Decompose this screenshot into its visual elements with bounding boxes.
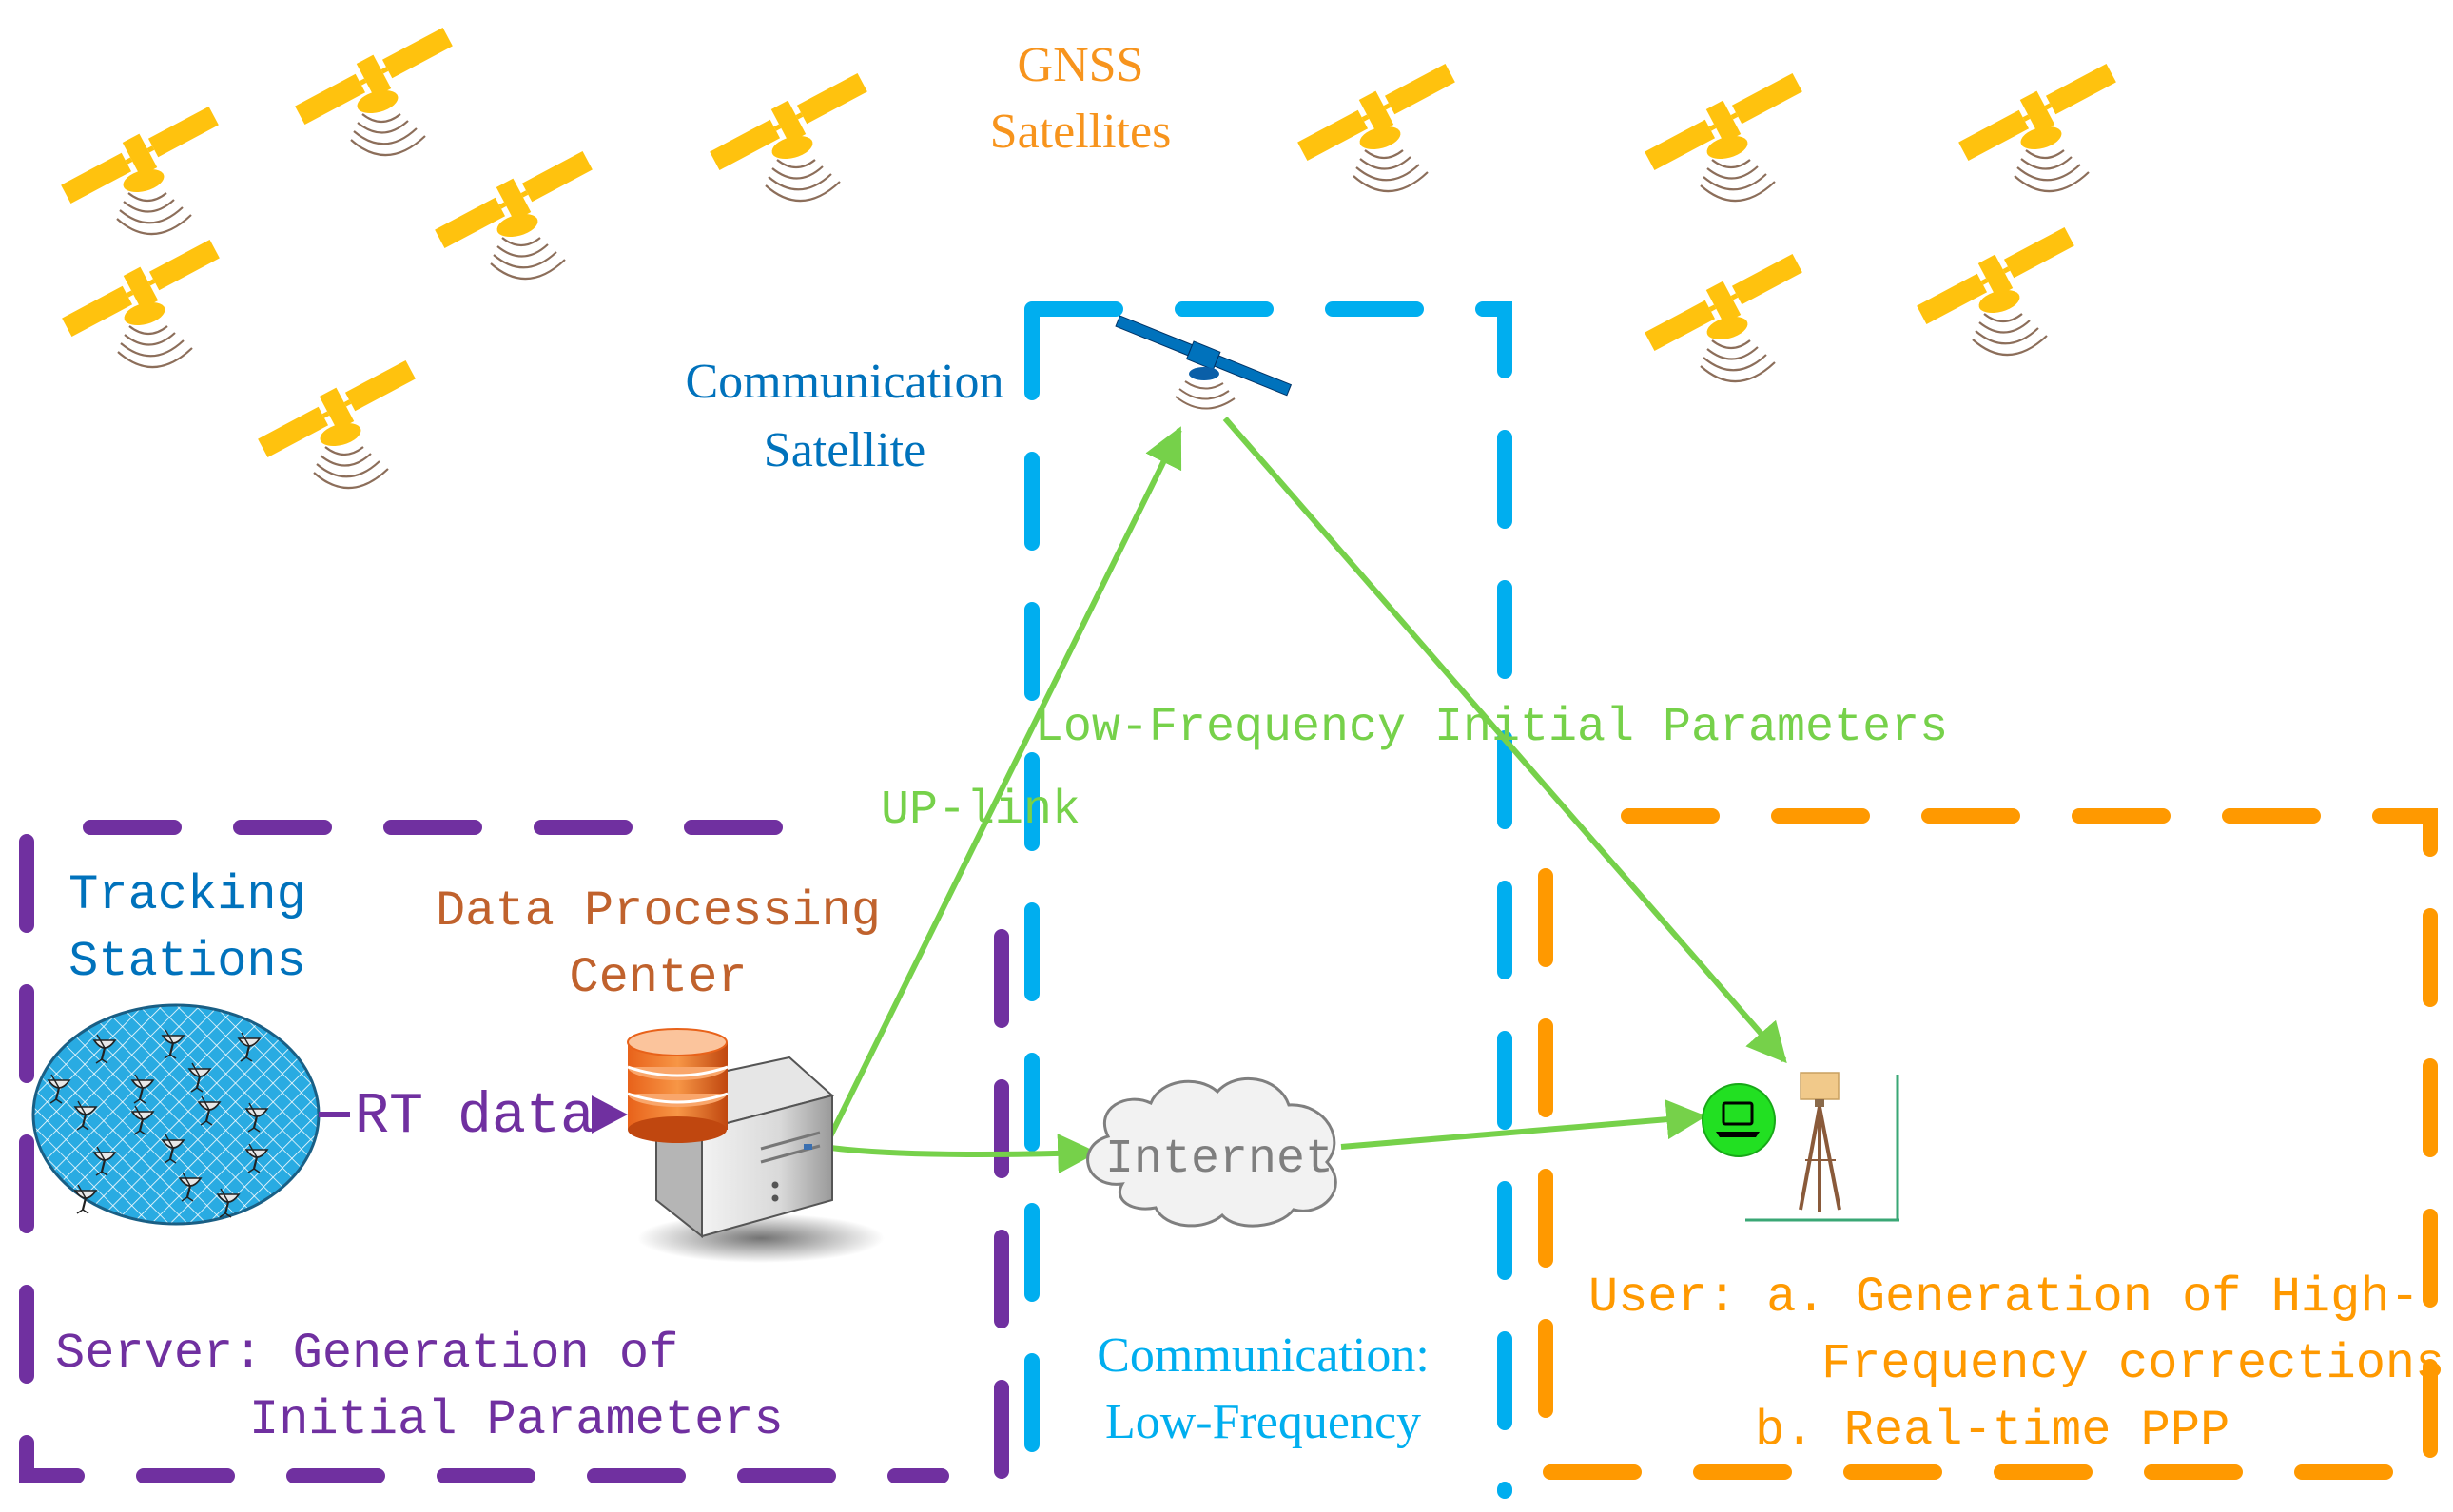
communication-links bbox=[823, 417, 1787, 1174]
rt-data-arrowhead bbox=[592, 1095, 628, 1134]
region-boxes bbox=[19, 301, 2438, 1499]
internet-in-arrow bbox=[823, 1134, 1099, 1174]
satellite-icon bbox=[1113, 311, 1294, 410]
satellite-icon bbox=[1911, 218, 2080, 357]
gnss-label-line1: GNSS bbox=[1018, 38, 1144, 92]
communication-region-box bbox=[1024, 301, 1512, 1499]
data-processing-center-label-line2: Center bbox=[569, 950, 747, 1006]
satellite-icon bbox=[429, 142, 598, 281]
satellite-icon bbox=[1292, 54, 1461, 193]
user-description-line1: User: a. Generation of High- bbox=[1588, 1270, 2420, 1326]
laptop-icon bbox=[1702, 1083, 1776, 1157]
satellite-icon bbox=[252, 351, 421, 490]
satellite-icon bbox=[1953, 54, 2122, 193]
gnss-label-line2: Satellites bbox=[990, 105, 1172, 159]
user-description-line2: Frequency corrections bbox=[1821, 1336, 2444, 1392]
cloud-icon bbox=[1086, 1076, 1337, 1228]
uplink-label: UP-link bbox=[881, 784, 1080, 838]
satellite-icon bbox=[1639, 244, 1808, 383]
internet-out-arrow bbox=[1340, 1099, 1707, 1150]
satellite-icon bbox=[1639, 64, 1808, 203]
server-description-line1: Server: Generation of bbox=[55, 1326, 678, 1382]
satellite-icon bbox=[704, 64, 873, 203]
rt-data-label: RT data bbox=[355, 1085, 594, 1150]
satellite-dish-network-icon bbox=[31, 1003, 321, 1226]
uplink-arrow bbox=[823, 426, 1182, 1148]
server-description-line2: Initial Parameters bbox=[249, 1392, 784, 1448]
data-processing-center-label-line1: Data Processing bbox=[436, 883, 881, 940]
database-server-icon bbox=[627, 1028, 885, 1263]
communication-box-label-line2: Low-Frequency bbox=[1105, 1395, 1421, 1449]
tripod-receiver-icon bbox=[1745, 1072, 1899, 1222]
user-description-line3: b. Real-time PPP bbox=[1755, 1403, 2229, 1459]
internet-label: Internet bbox=[1105, 1133, 1334, 1187]
tracking-stations-label-line2: Stations bbox=[68, 934, 306, 990]
comm-satellite-label-line2: Satellite bbox=[764, 423, 925, 477]
satellite-icon bbox=[55, 97, 224, 236]
comm-satellite-label-line1: Communication bbox=[685, 355, 1003, 409]
satellite-icon bbox=[56, 230, 225, 369]
tracking-stations-label-line1: Tracking bbox=[68, 867, 306, 923]
satellite-icon bbox=[289, 18, 458, 157]
user-region-box bbox=[1538, 808, 2438, 1480]
downlink-arrow bbox=[1222, 417, 1787, 1064]
communication-box-label-line1: Communication: bbox=[1097, 1328, 1430, 1383]
server-region-box bbox=[19, 820, 1009, 1483]
low-frequency-params-label: Low-Frequency Initial Parameters bbox=[1035, 701, 1948, 755]
